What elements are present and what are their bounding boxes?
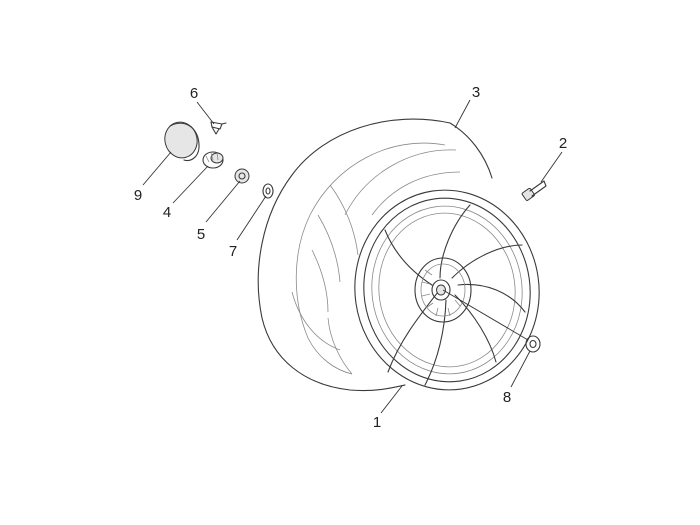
callout-9: 9 (134, 187, 142, 204)
leader-8 (510, 350, 531, 388)
callout-5: 5 (197, 226, 205, 243)
callout-7: 7 (229, 243, 237, 260)
wheel-hub (414, 257, 472, 323)
leader-1 (380, 385, 403, 414)
cap-part (164, 121, 200, 162)
leader-4 (172, 165, 209, 204)
callout-labels: 1 2 3 4 5 6 7 8 9 (134, 84, 567, 431)
leader-5 (205, 180, 241, 223)
callout-6: 6 (190, 85, 198, 102)
washer-part-right (525, 335, 541, 353)
callout-4: 4 (163, 204, 171, 221)
spacer-part (202, 151, 224, 169)
leader-7 (236, 195, 267, 241)
bearing-part (234, 168, 250, 184)
callout-3: 3 (472, 84, 480, 101)
callout-8: 8 (503, 389, 511, 406)
callout-2: 2 (559, 135, 567, 152)
callout-1: 1 (373, 414, 381, 431)
axle-center-line (442, 289, 529, 341)
leader-3 (454, 99, 471, 129)
leader-6 (196, 101, 215, 125)
wheel-rim (354, 189, 540, 391)
leader-2 (540, 151, 563, 183)
tire (257, 118, 493, 392)
washer-part-left (262, 183, 274, 199)
leader-9 (142, 151, 172, 186)
tire-tread-grooves (311, 184, 359, 313)
bolt-part (521, 180, 547, 201)
leader-lines (142, 99, 563, 414)
pin-part (210, 121, 227, 135)
